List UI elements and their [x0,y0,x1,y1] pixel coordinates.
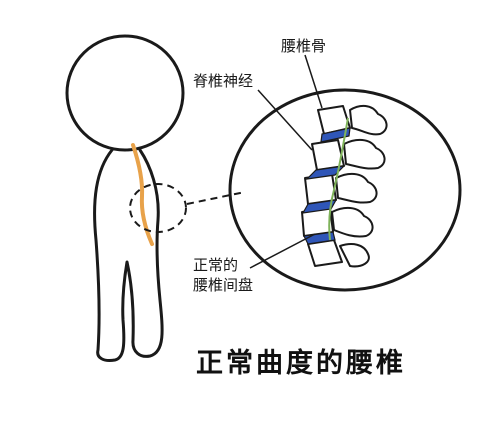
vertebra-process [339,243,370,268]
vertebra-process [331,206,374,238]
figure-head [65,34,185,152]
zoom-connector-line [186,191,246,205]
vertebra-process [349,104,388,136]
label-normal-disc-line2: 腰椎间盘 [193,275,254,294]
intervertebral-disc [305,165,346,180]
zoom-region-marker [129,183,187,233]
label-normal-disc: 正常的 腰椎间盘 [193,256,253,295]
leader-line-normal-disc [249,233,316,269]
label-normal-disc-line1: 正常的 [193,256,239,274]
vertebra-process [343,138,386,170]
leader-line-spinal-nerve [257,89,313,151]
leader-line-lumbar-vertebra [304,54,323,109]
label-lumbar-vertebra: 腰椎骨 [281,37,327,55]
vertebra-process [335,172,378,204]
figure-body-outline [93,148,164,362]
intervertebral-disc [320,127,351,143]
label-spinal-nerve: 脊椎神经 [193,72,254,90]
vertebra-body [307,239,343,267]
spinal-nerve-line [328,117,349,241]
spinous-processes [331,104,388,268]
diagram-caption: 正常曲度的腰椎 [196,348,406,379]
magnified-view-circle [228,88,462,292]
